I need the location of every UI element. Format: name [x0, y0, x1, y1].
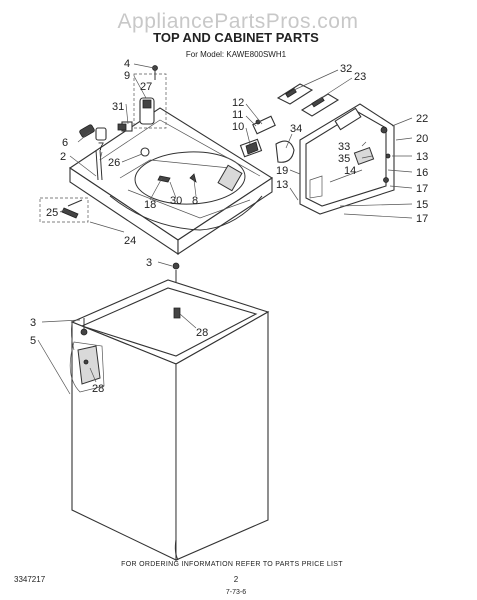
callout-8: 8: [192, 195, 198, 207]
callout-30: 30: [170, 195, 182, 207]
callout-5: 5: [30, 335, 36, 347]
callout-17a: 17: [416, 183, 428, 195]
callout-17b: 17: [416, 213, 428, 225]
leader-lines: [37, 63, 413, 395]
model-line: For Model: KAWE800SWH1: [186, 50, 287, 59]
callout-32: 32: [340, 63, 352, 75]
page-title: TOP AND CABINET PARTS: [153, 30, 319, 45]
callout-13a: 13: [276, 179, 288, 191]
callout-27: 27: [140, 81, 152, 93]
date-code: 7-73-6: [226, 589, 246, 596]
callout-3b: 3: [30, 317, 36, 329]
callout-13b: 13: [416, 151, 428, 163]
callout-24: 24: [124, 235, 136, 247]
cabinet: [69, 262, 270, 561]
callout-4: 4: [124, 58, 130, 70]
console-panel: [299, 103, 395, 215]
watermark: AppliancePartsPros.com: [118, 10, 359, 33]
callout-26: 26: [108, 157, 120, 169]
callout-35: 35: [338, 153, 350, 165]
callout-10: 10: [232, 121, 244, 133]
callout-19: 19: [276, 165, 288, 177]
doc-number: 3347217: [14, 575, 46, 584]
callout-14: 14: [344, 165, 356, 177]
callout-20: 20: [416, 133, 428, 145]
callout-12: 12: [232, 97, 244, 109]
callout-labels: 4 9 27 31 6 2 7 26 18 30 8 25 24 12 11 1…: [30, 58, 428, 395]
callout-28a: 28: [196, 327, 208, 339]
callout-31: 31: [112, 101, 124, 113]
callout-25: 25: [46, 207, 58, 219]
hinge-assembly-25: [39, 197, 89, 223]
callout-34: 34: [290, 123, 302, 135]
top-panel: [69, 107, 274, 256]
ordering-note: FOR ORDERING INFORMATION REFER TO PARTS …: [121, 561, 343, 568]
callout-3a: 3: [146, 257, 152, 269]
callout-28b: 28: [92, 383, 104, 395]
switch-parts: [239, 115, 295, 163]
callout-11: 11: [232, 109, 243, 121]
callout-16: 16: [416, 167, 428, 179]
callout-2: 2: [60, 151, 66, 163]
callout-15: 15: [416, 199, 428, 211]
callout-33: 33: [338, 141, 350, 153]
callout-23: 23: [354, 71, 366, 83]
callout-7: 7: [98, 141, 104, 153]
callout-9: 9: [124, 70, 130, 82]
trim-pieces: [276, 83, 340, 117]
callout-18: 18: [144, 199, 156, 211]
callout-22: 22: [416, 113, 428, 125]
page-number: 2: [234, 575, 239, 584]
callout-6: 6: [62, 137, 68, 149]
